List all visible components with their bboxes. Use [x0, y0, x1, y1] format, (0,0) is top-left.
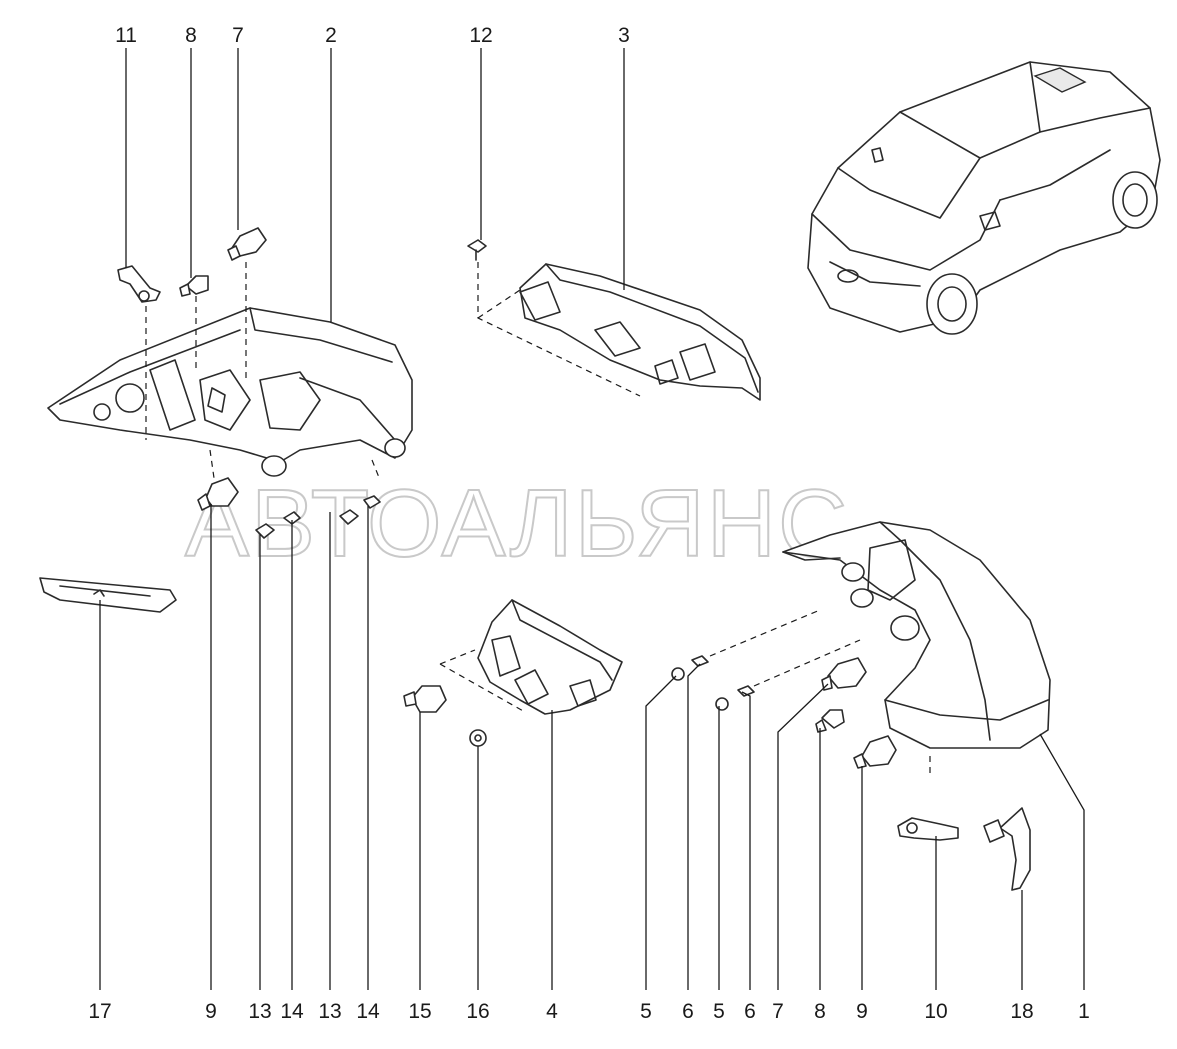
part-11-socket [117, 265, 161, 303]
callout-13: 13 [318, 1000, 341, 1023]
callout-3: 3 [618, 24, 630, 47]
callout-16: 16 [466, 1000, 489, 1023]
callout-5: 5 [640, 1000, 652, 1023]
callout-6: 6 [744, 1000, 756, 1023]
callout-18: 18 [1010, 1000, 1033, 1023]
callout-14: 14 [356, 1000, 380, 1023]
callout-2: 2 [325, 24, 337, 47]
callouts-bottom: 17 9 13 14 13 14 15 16 4 5 6 5 6 7 8 9 1… [88, 1000, 1090, 1023]
part-10-socket [897, 817, 959, 841]
part-2-tail-light [47, 307, 413, 477]
callout-4: 4 [546, 1000, 558, 1023]
callout-1: 1 [1078, 1000, 1090, 1023]
callouts-top: 11 8 7 2 12 3 [115, 24, 630, 47]
callout-5: 5 [713, 1000, 725, 1023]
callout-9: 9 [856, 1000, 868, 1023]
car-illustration [807, 61, 1161, 335]
callout-8: 8 [185, 24, 197, 47]
part-3-stop-light [519, 263, 761, 401]
part-17-reflector [39, 577, 177, 613]
callout-11: 11 [115, 24, 137, 47]
part-1-tail-light [782, 521, 1051, 749]
callout-9: 9 [205, 1000, 217, 1023]
watermark: АВТОАЛЬЯНС [185, 470, 849, 577]
bulbs [179, 227, 897, 769]
callout-7: 7 [772, 1000, 784, 1023]
callout-15: 15 [408, 1000, 431, 1023]
callout-14: 14 [280, 1000, 304, 1023]
assembly-lines [145, 262, 931, 776]
leader-lines [99, 48, 1085, 990]
fasteners [255, 239, 755, 747]
part-4-lamp [477, 599, 623, 715]
callout-10: 10 [924, 1000, 947, 1023]
callout-8: 8 [814, 1000, 826, 1023]
callout-6: 6 [682, 1000, 694, 1023]
callout-17: 17 [88, 1000, 111, 1023]
callout-13: 13 [248, 1000, 271, 1023]
callout-12: 12 [469, 24, 492, 47]
part-18-reflector [983, 807, 1031, 891]
callout-7: 7 [232, 24, 244, 47]
